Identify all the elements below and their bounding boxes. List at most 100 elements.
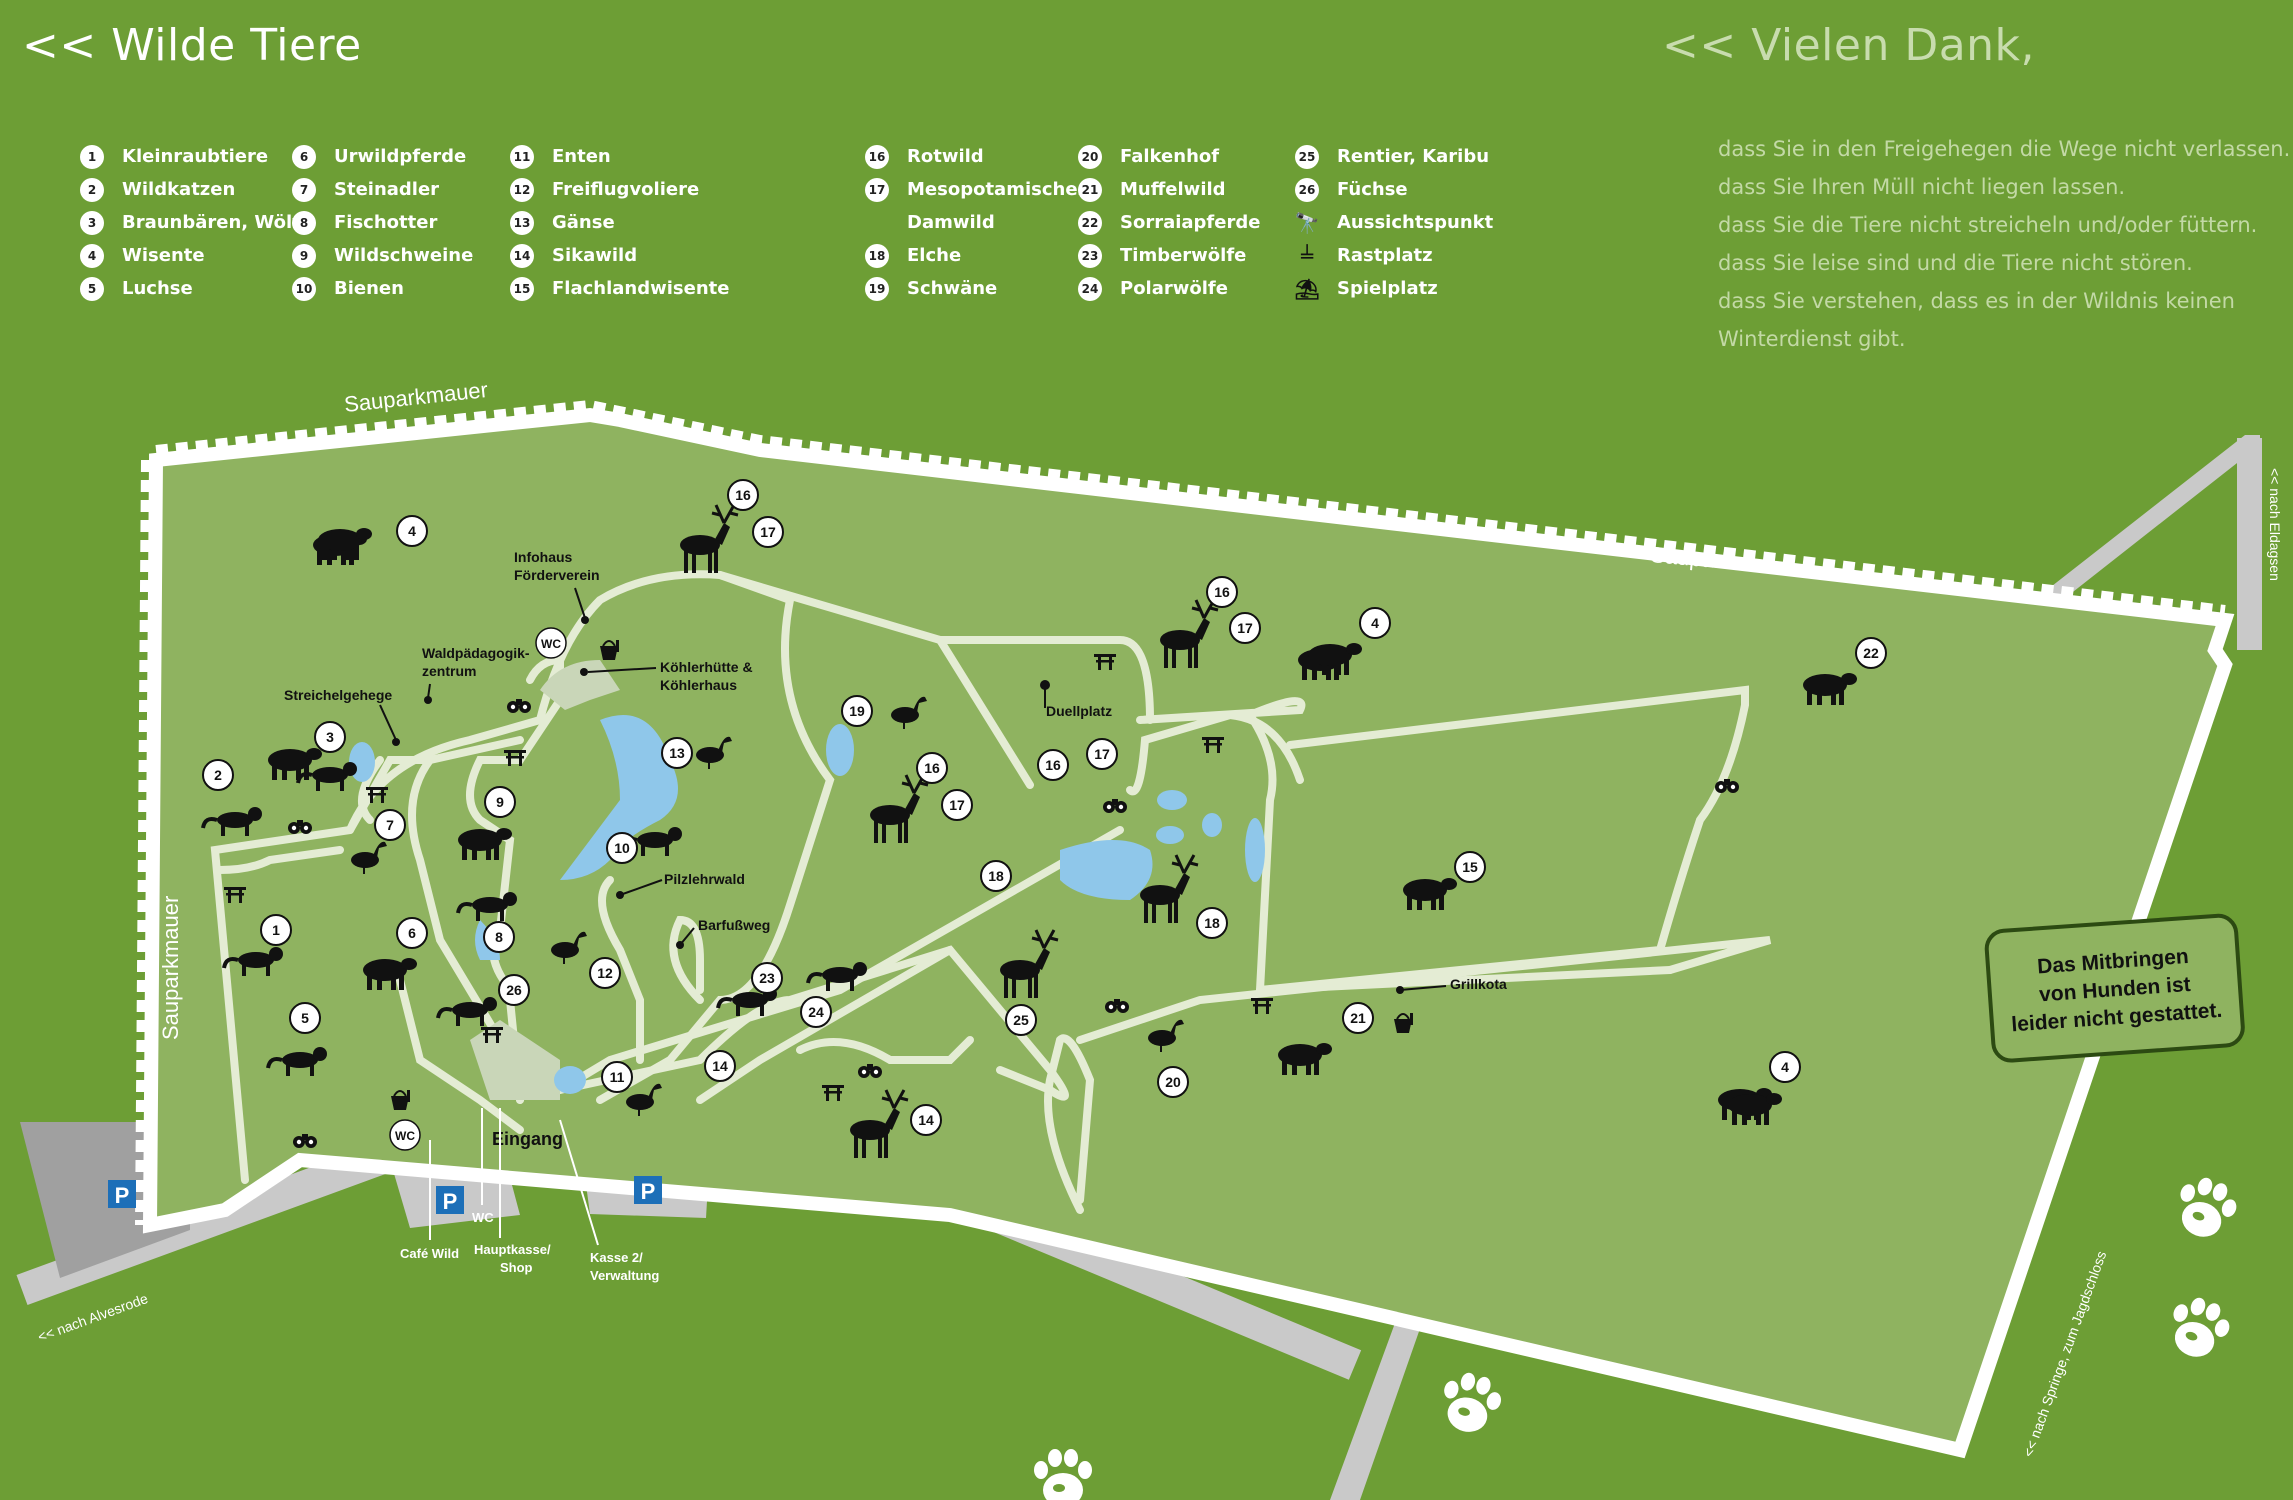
legend-number-badge: 20 xyxy=(1078,144,1102,169)
legend-label: Steinadler xyxy=(334,179,440,200)
map-marker[interactable] xyxy=(941,789,973,821)
map-marker[interactable] xyxy=(260,914,292,946)
map-marker[interactable] xyxy=(396,917,428,949)
legend-item: 17 Mesopotamisches xyxy=(865,173,1088,206)
map-marker-number: 23 xyxy=(759,970,775,986)
map-marker[interactable] xyxy=(752,516,784,548)
legend-label: Schwäne xyxy=(907,278,998,299)
map-marker[interactable] xyxy=(751,962,783,994)
page-title-vielen-dank[interactable]: << Vielen Dank, xyxy=(1662,20,2036,71)
map-marker[interactable] xyxy=(1855,637,1887,669)
legend-number-badge: 19 xyxy=(865,276,889,301)
thanks-line: Winterdienst gibt. xyxy=(1718,327,1906,351)
map-marker[interactable] xyxy=(727,479,759,511)
park-wall-left xyxy=(135,459,151,1226)
legend-label: Rastplatz xyxy=(1337,245,1433,266)
map-marker[interactable] xyxy=(484,786,516,818)
map-marker-number: 18 xyxy=(988,868,1004,884)
legend-number-badge: 6 xyxy=(292,144,316,169)
legend-number-badge: 10 xyxy=(292,276,316,301)
map-marker-number: 4 xyxy=(1781,1059,1789,1075)
map-marker[interactable] xyxy=(916,752,948,784)
page-title-wilde-tiere[interactable]: << Wilde Tiere xyxy=(22,20,362,71)
paths xyxy=(210,570,1772,1214)
map-marker[interactable] xyxy=(910,1104,942,1136)
map-marker-number: 12 xyxy=(597,965,613,981)
no-dogs-notice: Das Mitbringen von Hunden ist leider nic… xyxy=(1984,913,2245,1063)
map-marker[interactable] xyxy=(1229,612,1261,644)
legend-number-badge: 8 xyxy=(292,210,316,235)
map-marker[interactable] xyxy=(1342,1002,1374,1034)
map-marker[interactable] xyxy=(601,1061,633,1093)
legend-number-badge: 14 xyxy=(510,243,534,268)
place-label-eingang: Eingang xyxy=(492,1129,563,1149)
map-marker[interactable] xyxy=(1206,576,1238,608)
thanks-line: dass Sie verstehen, dass es in der Wildn… xyxy=(1718,289,2235,313)
playground-bucket-icon: ⛱ xyxy=(1294,276,1320,301)
legend-item: Damwild xyxy=(865,206,1088,239)
map-marker[interactable] xyxy=(1359,607,1391,639)
legend-label: Falkenhof xyxy=(1120,146,1220,167)
map-marker[interactable] xyxy=(1037,749,1069,781)
legend-label: Damwild xyxy=(907,212,995,233)
svg-text:P: P xyxy=(443,1189,458,1214)
place-label-shop: Shop xyxy=(500,1260,533,1275)
map-marker[interactable] xyxy=(202,759,234,791)
legend-label: Wildkatzen xyxy=(122,179,236,200)
map-marker[interactable] xyxy=(1769,1051,1801,1083)
map-marker-number: 11 xyxy=(610,1069,625,1085)
legend-label: Flachlandwisente xyxy=(552,278,730,299)
map-marker[interactable] xyxy=(841,695,873,727)
map-marker-number: 7 xyxy=(386,817,394,833)
svg-text:WC: WC xyxy=(541,637,561,651)
map-marker-number: 4 xyxy=(408,523,416,539)
map-marker[interactable] xyxy=(1005,1004,1037,1036)
map-marker-number: 26 xyxy=(506,982,522,998)
map-marker[interactable] xyxy=(374,809,406,841)
map-marker[interactable] xyxy=(606,832,638,864)
legend-number-badge: 7 xyxy=(292,177,316,202)
place-label-cafe-wild: Café Wild xyxy=(400,1246,459,1261)
legend-label: Rentier, Karibu xyxy=(1337,146,1490,167)
map-marker[interactable] xyxy=(396,515,428,547)
map-marker-number: 24 xyxy=(808,1004,824,1020)
legend-label: Timberwölfe xyxy=(1120,245,1247,266)
legend-number-badge: 17 xyxy=(865,177,889,202)
legend-label: Freiflugvoliere xyxy=(552,179,700,200)
map-marker-number: 5 xyxy=(301,1010,309,1026)
legend-label: Sorraiapferde xyxy=(1120,212,1261,233)
map-marker-number: 15 xyxy=(1462,859,1478,875)
map-marker[interactable] xyxy=(289,1002,321,1034)
map-marker-number: 4 xyxy=(1371,615,1379,631)
legend-label: Mesopotamisches xyxy=(907,179,1089,200)
map-marker[interactable] xyxy=(483,921,515,953)
parking-signs: P P P xyxy=(108,1176,662,1214)
map-marker[interactable] xyxy=(498,974,530,1006)
water-bodies xyxy=(349,715,1265,1094)
map-marker[interactable] xyxy=(980,860,1012,892)
map-marker[interactable] xyxy=(589,957,621,989)
map-marker[interactable] xyxy=(800,996,832,1028)
legend-label: Sikawild xyxy=(552,245,638,266)
map-marker[interactable] xyxy=(661,737,693,769)
place-label-streichelgehege: Streichelgehege xyxy=(284,687,392,703)
map-marker[interactable] xyxy=(1086,738,1118,770)
map-marker[interactable] xyxy=(1196,907,1228,939)
map-marker[interactable] xyxy=(704,1050,736,1082)
map-marker[interactable] xyxy=(1157,1066,1189,1098)
map-marker[interactable] xyxy=(314,721,346,753)
map-marker[interactable] xyxy=(1454,851,1486,883)
place-label-hauptkasse: Hauptkasse/ xyxy=(474,1242,551,1257)
legend-label: Wildschweine xyxy=(334,245,474,266)
